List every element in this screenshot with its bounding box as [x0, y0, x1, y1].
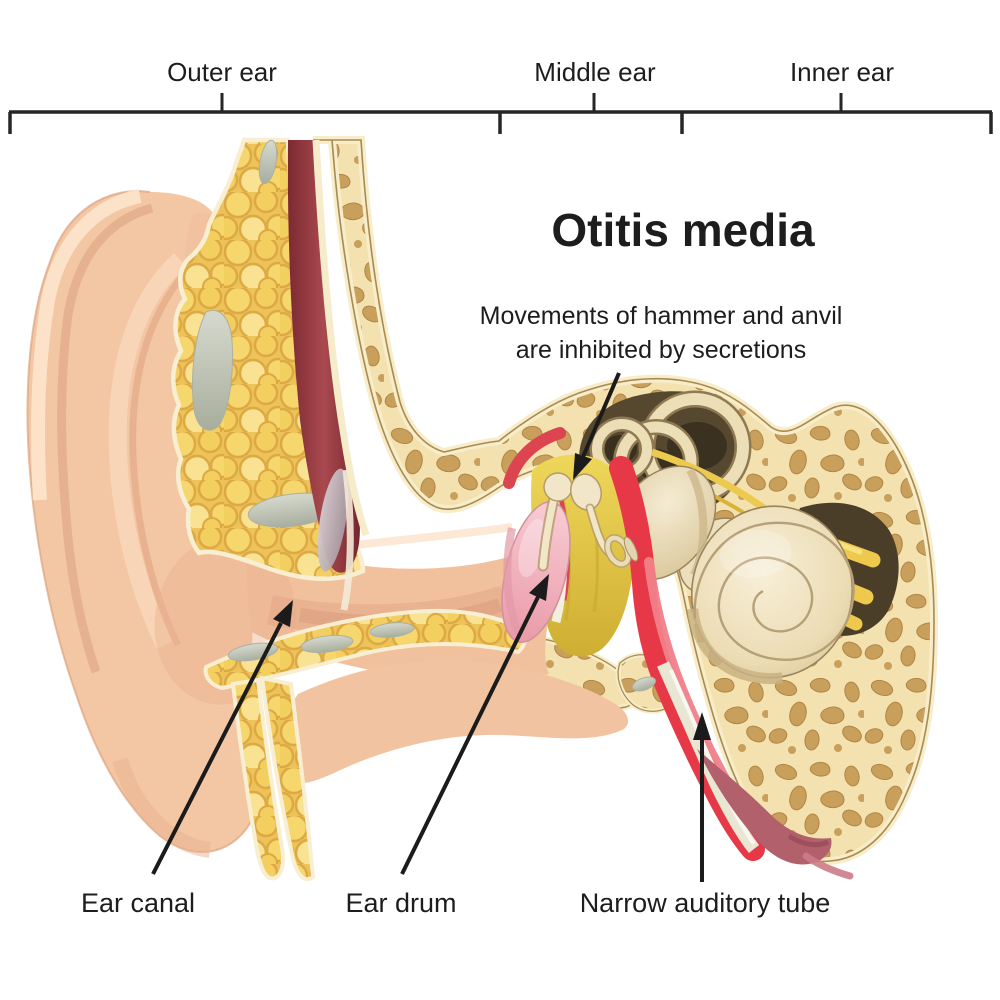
canal-top-highlight	[354, 523, 513, 549]
part-label-ear-canal: Ear canal	[80, 888, 196, 918]
drum-shading	[503, 527, 524, 638]
eardrum-and-ossicles	[501, 472, 639, 643]
diagram-title: Otitis media	[551, 204, 815, 256]
part-label-ear-drum: Ear drum	[345, 888, 457, 918]
cochlea-spiral	[693, 521, 855, 662]
tendon-highlight	[340, 469, 354, 611]
region-label-middle-ear: Middle ear	[534, 57, 656, 87]
ossicles	[537, 472, 639, 572]
wedge-shading	[787, 833, 830, 848]
hammer-anvil-arrow	[573, 372, 621, 480]
cochlea-shape	[687, 505, 855, 685]
malleus-head	[543, 472, 573, 502]
cortex-line	[312, 139, 370, 537]
stapes-footplate	[623, 536, 639, 562]
ear-drum-arrow	[400, 574, 549, 875]
region-label-inner-ear: Inner ear	[789, 57, 895, 87]
annotation-line-2: are inhibited by secretions	[515, 336, 807, 364]
region-label-outer-ear: Outer ear	[167, 57, 277, 87]
fat-prong-left	[230, 677, 285, 881]
part-label-narrow-auditory-tube: Narrow auditory tube	[579, 888, 831, 918]
pointer-arrows	[151, 372, 711, 882]
ear-canal-arrow	[151, 600, 293, 875]
antihelix-shadow	[129, 259, 199, 647]
annotation-line-1: Movements of hammer and anvil	[479, 302, 843, 330]
helix-shadow	[57, 203, 154, 674]
tube-maroon-wedge	[697, 749, 832, 865]
fat-prong-right	[259, 675, 316, 882]
pink-strip	[802, 852, 854, 880]
helix-highlight	[31, 189, 142, 501]
region-bracket	[8, 93, 993, 134]
lobe-shading	[112, 757, 212, 858]
eustachian-tube-pink	[644, 557, 740, 802]
annotation-text: Movements of hammer and anvil are inhibi…	[480, 299, 843, 367]
tendon	[317, 468, 349, 572]
antihelix-highlight	[108, 253, 187, 649]
inflamed-rim	[503, 427, 566, 489]
muscle-band	[287, 139, 370, 611]
malleus-handle	[539, 494, 558, 570]
auditory-tube-arrow	[693, 712, 711, 882]
canal-floor-skin	[276, 660, 629, 784]
bone-outline	[313, 139, 935, 863]
